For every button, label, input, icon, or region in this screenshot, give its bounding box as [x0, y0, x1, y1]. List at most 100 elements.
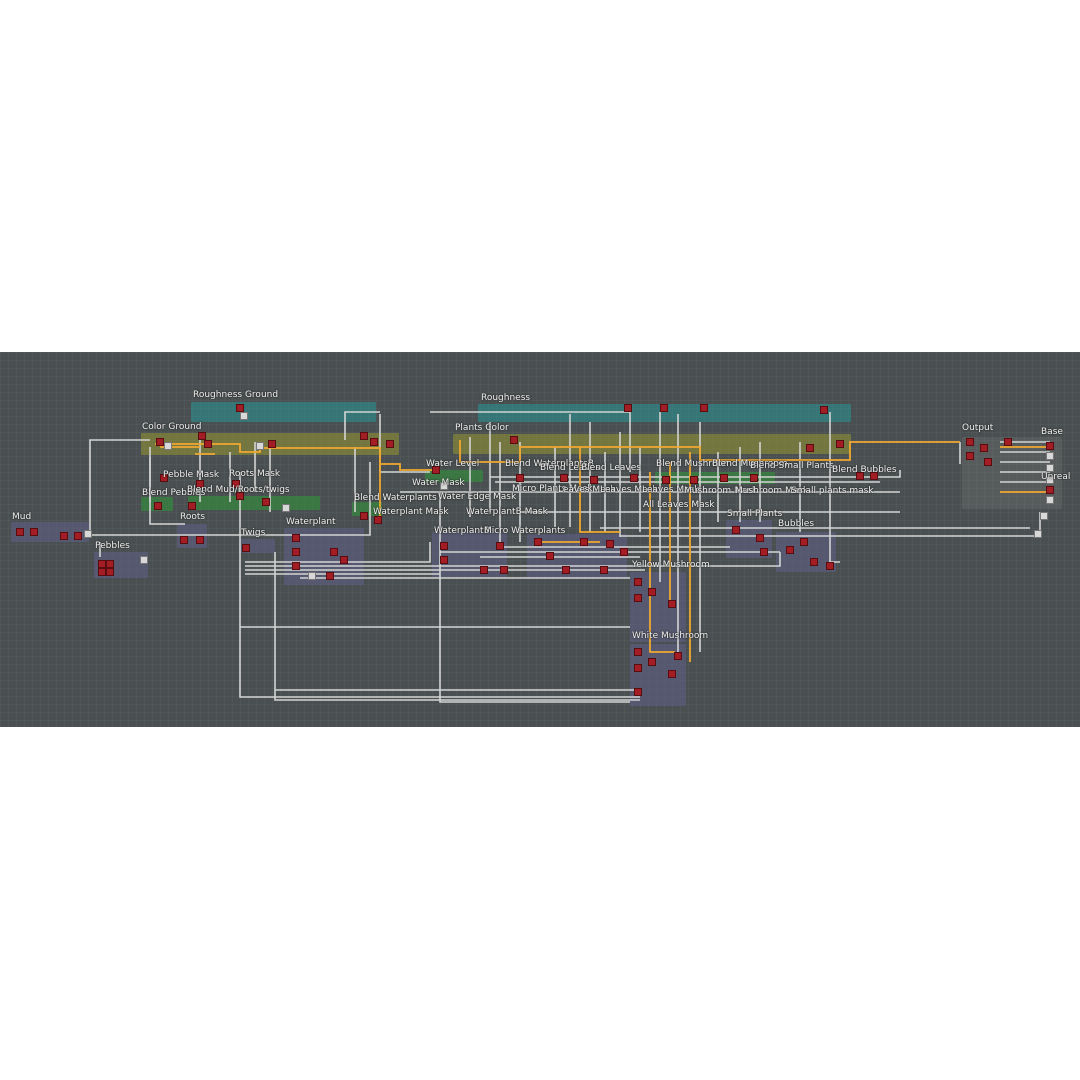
node[interactable]	[84, 530, 92, 538]
node[interactable]	[268, 440, 276, 448]
node[interactable]	[510, 436, 518, 444]
node[interactable]	[966, 438, 974, 446]
node[interactable]	[870, 472, 878, 480]
node[interactable]	[360, 512, 368, 520]
frame-plants-color[interactable]	[453, 434, 851, 454]
node[interactable]	[700, 404, 708, 412]
node[interactable]	[198, 432, 206, 440]
node[interactable]	[236, 492, 244, 500]
node[interactable]	[30, 528, 38, 536]
node[interactable]	[98, 560, 106, 568]
node[interactable]	[292, 534, 300, 542]
node[interactable]	[562, 566, 570, 574]
node[interactable]	[106, 568, 114, 576]
node[interactable]	[630, 474, 638, 482]
node[interactable]	[606, 540, 614, 548]
node[interactable]	[308, 572, 316, 580]
frame-output[interactable]	[962, 437, 1062, 509]
node[interactable]	[156, 438, 164, 446]
node[interactable]	[282, 504, 290, 512]
node[interactable]	[1046, 476, 1054, 484]
node[interactable]	[660, 404, 668, 412]
node[interactable]	[756, 534, 764, 542]
node[interactable]	[204, 440, 212, 448]
node[interactable]	[634, 578, 642, 586]
node[interactable]	[440, 542, 448, 550]
node[interactable]	[232, 480, 240, 488]
node[interactable]	[360, 432, 368, 440]
node[interactable]	[330, 548, 338, 556]
node[interactable]	[386, 440, 394, 448]
node[interactable]	[810, 558, 818, 566]
frame-blend-waterplants[interactable]	[352, 502, 382, 516]
node[interactable]	[262, 498, 270, 506]
node[interactable]	[496, 542, 504, 550]
node[interactable]	[720, 474, 728, 482]
node[interactable]	[668, 670, 676, 678]
node[interactable]	[292, 562, 300, 570]
node[interactable]	[634, 664, 642, 672]
node[interactable]	[1046, 464, 1054, 472]
node[interactable]	[856, 472, 864, 480]
node[interactable]	[800, 538, 808, 546]
node[interactable]	[1046, 486, 1054, 494]
node[interactable]	[984, 458, 992, 466]
node[interactable]	[648, 588, 656, 596]
node[interactable]	[826, 562, 834, 570]
node[interactable]	[546, 552, 554, 560]
node[interactable]	[980, 444, 988, 452]
node[interactable]	[440, 482, 448, 490]
node[interactable]	[690, 476, 698, 484]
node[interactable]	[534, 538, 542, 546]
node[interactable]	[188, 502, 196, 510]
node[interactable]	[60, 532, 68, 540]
node[interactable]	[966, 452, 974, 460]
node[interactable]	[634, 648, 642, 656]
node[interactable]	[560, 474, 568, 482]
node[interactable]	[140, 556, 148, 564]
node[interactable]	[620, 548, 628, 556]
node[interactable]	[432, 466, 440, 474]
node[interactable]	[256, 442, 264, 450]
node[interactable]	[820, 406, 828, 414]
node[interactable]	[16, 528, 24, 536]
node[interactable]	[440, 556, 448, 564]
node[interactable]	[196, 480, 204, 488]
node[interactable]	[340, 556, 348, 564]
node[interactable]	[600, 566, 608, 574]
node[interactable]	[760, 548, 768, 556]
node[interactable]	[668, 600, 676, 608]
node[interactable]	[326, 572, 334, 580]
node[interactable]	[1040, 512, 1048, 520]
node[interactable]	[240, 412, 248, 420]
node[interactable]	[236, 404, 244, 412]
node[interactable]	[160, 474, 168, 482]
node[interactable]	[74, 532, 82, 540]
node[interactable]	[786, 546, 794, 554]
node[interactable]	[662, 476, 670, 484]
node[interactable]	[500, 566, 508, 574]
node[interactable]	[590, 476, 598, 484]
node[interactable]	[836, 440, 844, 448]
node[interactable]	[196, 536, 204, 544]
node[interactable]	[806, 444, 814, 452]
node[interactable]	[180, 536, 188, 544]
node[interactable]	[674, 652, 682, 660]
node[interactable]	[732, 526, 740, 534]
frame-mud[interactable]	[11, 522, 89, 542]
node[interactable]	[580, 538, 588, 546]
node-graph-canvas[interactable]: Roughness Ground Color Ground Pebble Mas…	[0, 352, 1080, 727]
node[interactable]	[1046, 452, 1054, 460]
node[interactable]	[480, 566, 488, 574]
node[interactable]	[624, 404, 632, 412]
node[interactable]	[370, 438, 378, 446]
node[interactable]	[1034, 530, 1042, 538]
frame-roughness[interactable]	[478, 404, 851, 422]
node[interactable]	[516, 474, 524, 482]
node[interactable]	[106, 560, 114, 568]
node[interactable]	[750, 474, 758, 482]
node[interactable]	[164, 442, 172, 450]
node[interactable]	[292, 548, 300, 556]
node[interactable]	[374, 516, 382, 524]
node[interactable]	[634, 688, 642, 696]
